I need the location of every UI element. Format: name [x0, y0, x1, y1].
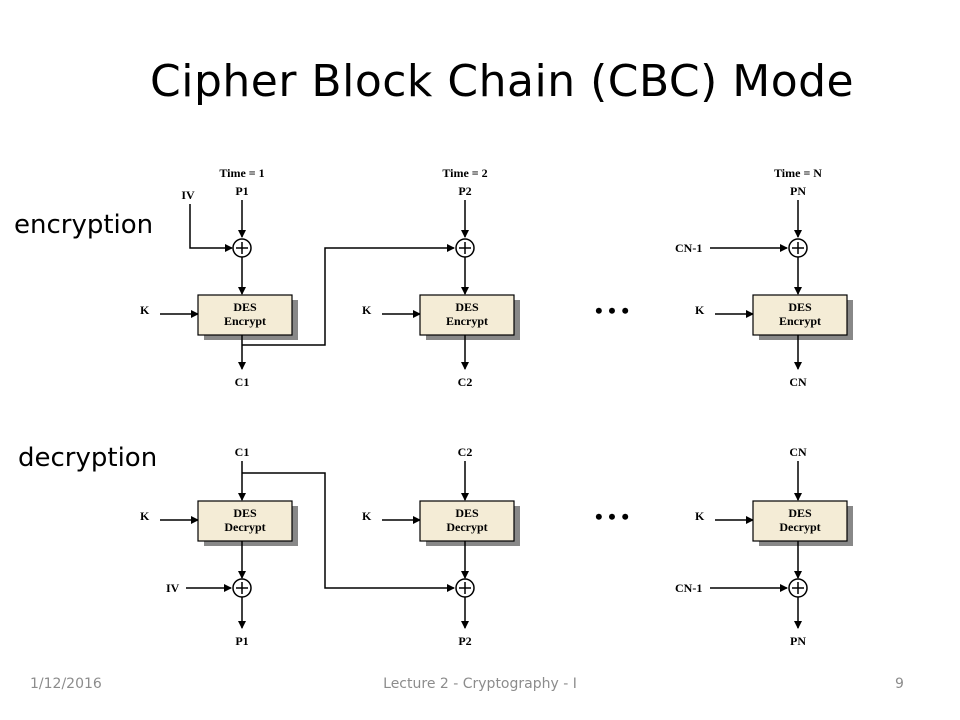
- dec-chain-arrow: [242, 472, 455, 592]
- dec-ellipsis: • • •: [595, 504, 629, 529]
- enc-time-2: Time = 2: [442, 166, 487, 180]
- dec-plaintext-n: PN: [790, 634, 806, 648]
- dec-chain-in-label: CN-1: [675, 581, 702, 595]
- dec-xor-2: [455, 578, 475, 598]
- page-number: 9: [895, 676, 904, 692]
- dec-box1-line1: DES: [233, 506, 257, 520]
- enc-ciphertext-2: C2: [458, 375, 473, 389]
- des-encrypt-box-1: DES Encrypt: [197, 294, 298, 340]
- enc-key-label-n: K: [695, 303, 705, 317]
- dec-iv-label: IV: [166, 581, 180, 595]
- enc-xor-1: [232, 238, 252, 258]
- dec-ciphertext-1: C1: [235, 445, 250, 459]
- dec-xor-n: [788, 578, 808, 598]
- dec-plaintext-1: P1: [235, 634, 248, 648]
- dec-box1-line2: Decrypt: [224, 520, 265, 534]
- decryption-label: decryption: [18, 443, 158, 473]
- enc-boxn-line2: Encrypt: [779, 314, 821, 328]
- dec-boxn-line2: Decrypt: [779, 520, 820, 534]
- enc-chain-in-label: CN-1: [675, 241, 702, 255]
- enc-ellipsis: • • •: [595, 298, 629, 323]
- enc-box2-line2: Encrypt: [446, 314, 488, 328]
- footer-date: 1/12/2016: [30, 676, 102, 692]
- enc-xor-n: [788, 238, 808, 258]
- footer-title: Lecture 2 - Cryptography - I: [383, 676, 577, 692]
- enc-key-label-1: K: [140, 303, 150, 317]
- dec-key-label-2: K: [362, 509, 372, 523]
- enc-box2-line1: DES: [455, 300, 479, 314]
- dec-box2-line2: Decrypt: [446, 520, 487, 534]
- enc-box1-line1: DES: [233, 300, 257, 314]
- enc-time-1: Time = 1: [219, 166, 264, 180]
- des-decrypt-box-2: DES Decrypt: [419, 500, 520, 546]
- enc-plaintext-1: P1: [235, 184, 248, 198]
- dec-key-label-n: K: [695, 509, 705, 523]
- des-encrypt-box-n: DES Encrypt: [752, 294, 853, 340]
- enc-ciphertext-n: CN: [789, 375, 807, 389]
- enc-box1-line2: Encrypt: [224, 314, 266, 328]
- enc-iv-arrow: [189, 204, 233, 252]
- des-decrypt-box-n: DES Decrypt: [752, 500, 853, 546]
- dec-box2-line1: DES: [455, 506, 479, 520]
- enc-time-n: Time = N: [774, 166, 822, 180]
- enc-key-label-2: K: [362, 303, 372, 317]
- encryption-label: encryption: [14, 210, 154, 240]
- enc-ciphertext-1: C1: [235, 375, 250, 389]
- des-decrypt-box-1: DES Decrypt: [197, 500, 298, 546]
- dec-xor-1: [232, 578, 252, 598]
- dec-ciphertext-2: C2: [458, 445, 473, 459]
- enc-xor-2: [455, 238, 475, 258]
- dec-ciphertext-n: CN: [789, 445, 807, 459]
- enc-chain-arrow: [242, 244, 455, 346]
- enc-plaintext-2: P2: [458, 184, 471, 198]
- dec-plaintext-2: P2: [458, 634, 471, 648]
- enc-boxn-line1: DES: [788, 300, 812, 314]
- slide-title: Cipher Block Chain (CBC) Mode: [150, 56, 855, 107]
- des-encrypt-box-2: DES Encrypt: [419, 294, 520, 340]
- enc-iv-label: IV: [181, 188, 195, 202]
- dec-key-label-1: K: [140, 509, 150, 523]
- enc-plaintext-n: PN: [790, 184, 806, 198]
- dec-boxn-line1: DES: [788, 506, 812, 520]
